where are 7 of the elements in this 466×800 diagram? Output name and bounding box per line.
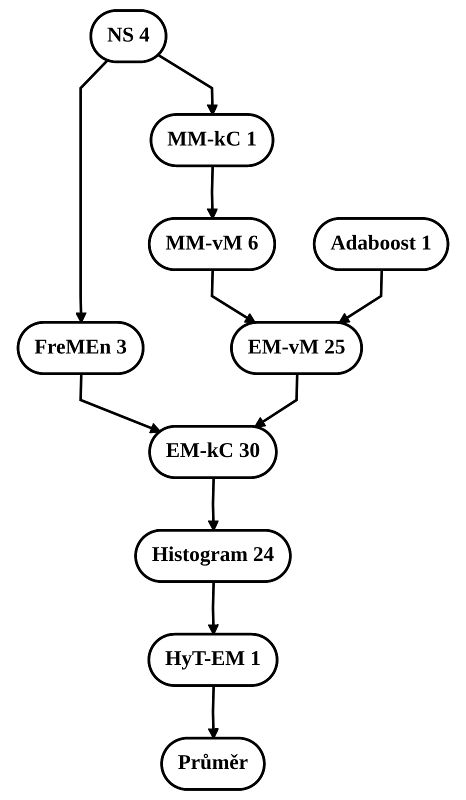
arrow	[208, 686, 220, 740]
arrow	[338, 270, 384, 324]
arrow	[210, 270, 256, 324]
arrow	[79, 374, 162, 434]
arrow	[208, 478, 220, 532]
arrow	[208, 582, 220, 636]
arrow	[254, 374, 298, 428]
